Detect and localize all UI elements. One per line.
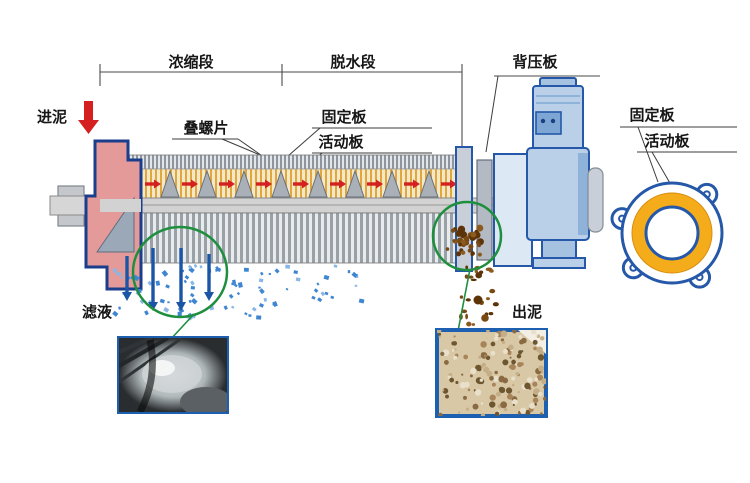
label-fixed-plate-ring: 固定板 <box>629 106 675 124</box>
coupling <box>587 167 604 233</box>
label-thickening-section: 浓缩段 <box>168 53 213 71</box>
filtrate-photo-leader <box>169 313 195 341</box>
support-frame <box>493 153 533 267</box>
photo-sludge-cake <box>435 328 548 418</box>
motor-base <box>532 257 586 269</box>
drive-motor <box>526 77 604 269</box>
filtrate-highlight-circle <box>131 225 229 319</box>
photo-filtrate-detail <box>117 336 229 414</box>
ring-cross-section <box>610 181 724 289</box>
inlet-hopper <box>84 139 143 291</box>
back-pressure-plate <box>476 159 493 261</box>
label-screw-blades: 叠螺片 <box>183 119 228 137</box>
drum-assembly <box>51 154 545 264</box>
label-filtrate: 滤液 <box>82 303 113 321</box>
filtrate-droplets <box>112 264 365 321</box>
inlet-arrow <box>78 101 99 134</box>
fixed-ring-strip <box>111 154 459 170</box>
screw-flights <box>123 169 439 198</box>
flow-arrows <box>145 179 457 189</box>
label-dewatering-section: 脱水段 <box>330 53 375 71</box>
outlet-end-assembly <box>455 146 533 272</box>
junction-box <box>535 111 562 135</box>
sludge-particles <box>445 224 499 334</box>
label-moving-plate-ring: 活动板 <box>644 132 690 150</box>
dimension-lines <box>99 64 600 153</box>
label-fixed-plate-mid: 固定板 <box>321 108 367 126</box>
sludge-highlight-circle <box>431 200 503 272</box>
label-back-pressure-plate: 背压板 <box>512 53 558 71</box>
label-inlet: 进泥 <box>37 108 67 126</box>
ring-stack <box>111 212 459 264</box>
filtrate-arrows <box>122 248 214 311</box>
label-moving-plate-mid: 活动板 <box>318 133 364 151</box>
label-sludge-outlet: 出泥 <box>512 303 542 321</box>
sludge-photo-leader <box>457 268 471 332</box>
